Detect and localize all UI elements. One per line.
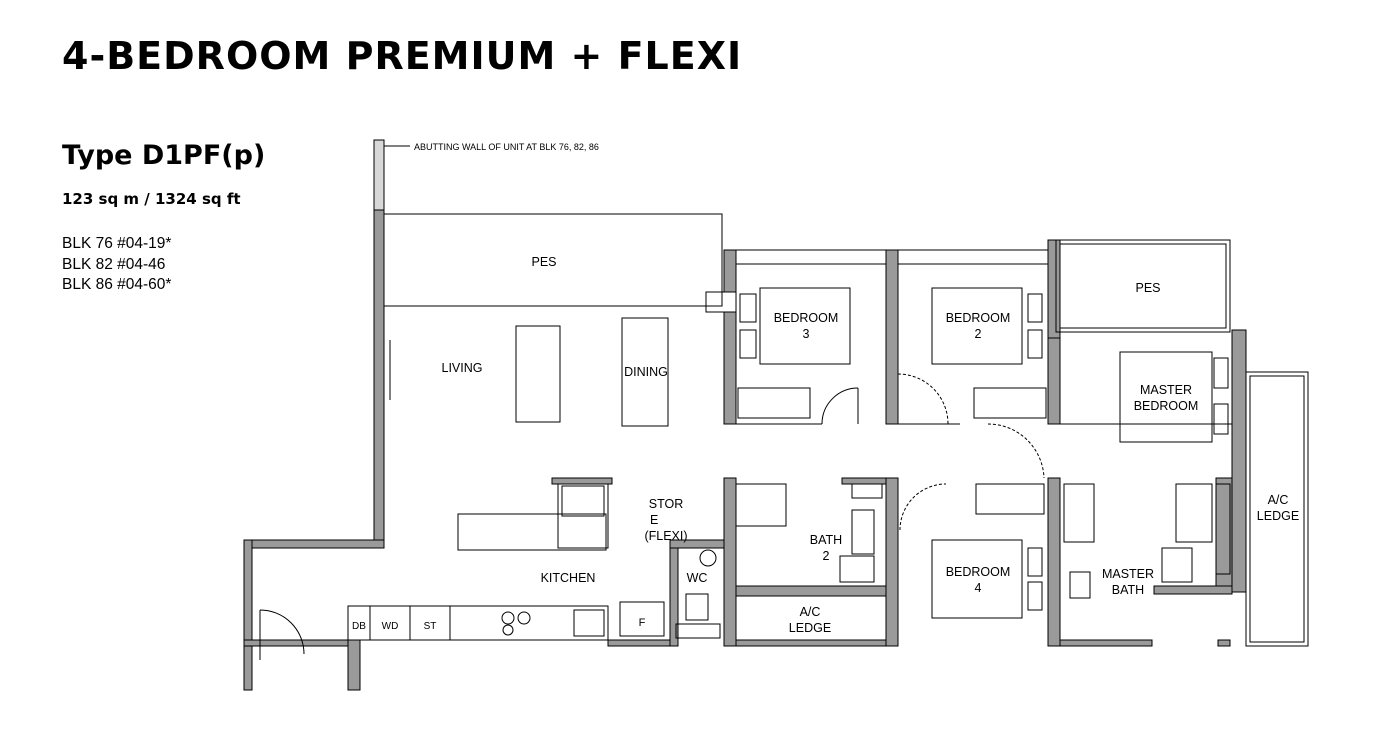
- bath2-number: 2: [823, 549, 830, 563]
- unit-area: 123 sq m / 1324 sq ft: [62, 190, 241, 208]
- block-item: BLK 76 #04-19*: [62, 235, 172, 252]
- master-bath-label-2: BATH: [1112, 583, 1144, 597]
- store-label-3: (FLEXI): [644, 529, 687, 543]
- dining-label: DINING: [624, 365, 668, 379]
- wd-label: WD: [382, 621, 399, 632]
- abutting-note: ABUTTING WALL OF UNIT AT BLK 76, 82, 86: [414, 142, 599, 152]
- store-label-1: STOR: [649, 497, 684, 511]
- fridge-label: F: [639, 617, 646, 629]
- page-title: 4-BEDROOM PREMIUM + FLEXI: [62, 34, 743, 78]
- plan-lines: [259, 145, 1309, 660]
- bedroom2-label: BEDROOM: [946, 311, 1011, 325]
- bedroom2-number: 2: [975, 327, 982, 341]
- walls: [243, 139, 1247, 691]
- db-label: DB: [352, 621, 366, 632]
- st-label: ST: [424, 621, 437, 632]
- ac-ledge-bottom-label-2: LEDGE: [789, 621, 831, 635]
- block-item: BLK 86 #04-60*: [62, 276, 172, 293]
- ac-ledge-bottom-label-1: A/C: [800, 605, 821, 619]
- block-list: BLK 76 #04-19* BLK 82 #04-46 BLK 86 #04-…: [62, 234, 171, 296]
- bedroom3-number: 3: [803, 327, 810, 341]
- wc-label: WC: [687, 571, 708, 585]
- master-bath-label-1: MASTER: [1102, 567, 1154, 581]
- living-label: LIVING: [442, 361, 483, 375]
- pes-main-label: PES: [531, 255, 556, 269]
- pes-master-label: PES: [1135, 281, 1160, 295]
- bedroom4-label: BEDROOM: [946, 565, 1011, 579]
- ac-ledge-right-label-1: A/C: [1268, 493, 1289, 507]
- block-item: BLK 82 #04-46: [62, 255, 166, 273]
- master-bedroom-label-2: BEDROOM: [1134, 399, 1199, 413]
- store-label-2: E: [650, 513, 658, 527]
- kitchen-label: KITCHEN: [541, 571, 596, 585]
- bedroom4-number: 4: [975, 581, 982, 595]
- bath2-label: BATH: [810, 533, 842, 547]
- bedroom3-label: BEDROOM: [774, 311, 839, 325]
- ac-ledge-right-label-2: LEDGE: [1257, 509, 1299, 523]
- unit-type: Type D1PF(p): [62, 140, 266, 171]
- master-bedroom-label-1: MASTER: [1140, 383, 1192, 397]
